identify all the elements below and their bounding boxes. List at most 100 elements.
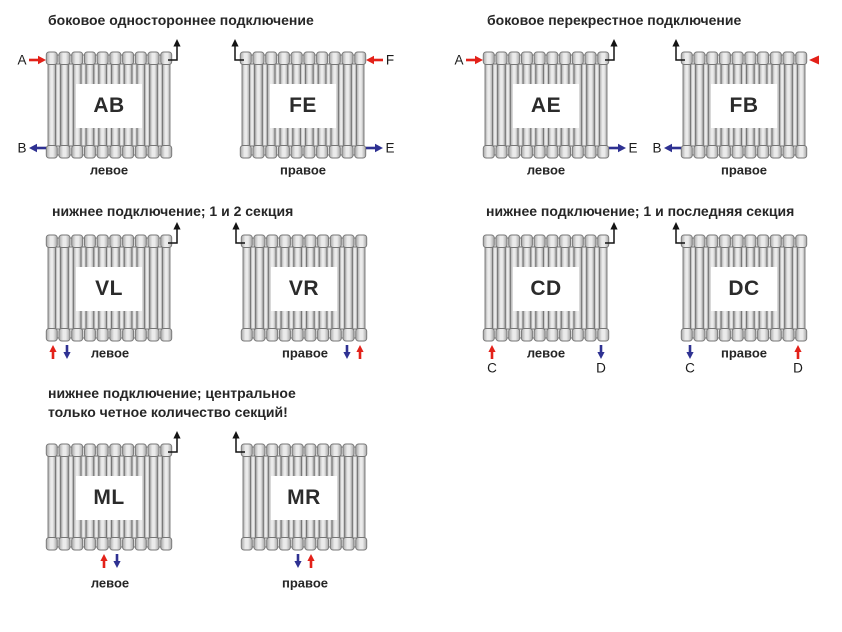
section-title-line: нижнее подключение; центральное (48, 385, 296, 401)
front-collar-bottom (744, 145, 757, 159)
front-collar-top (571, 234, 584, 248)
front-collar-bottom (265, 145, 278, 159)
front-collar-bottom (354, 145, 367, 159)
front-collar-top (160, 234, 173, 248)
front-collar-bottom (239, 145, 252, 159)
front-collar-top (71, 51, 84, 65)
front-collar-top (546, 234, 559, 248)
front-collar-bottom (253, 537, 266, 551)
front-collar-bottom (559, 145, 572, 159)
front-collar-top (559, 51, 572, 65)
front-collar-top (160, 443, 173, 457)
front-collar-top (744, 234, 757, 248)
front-collar-bottom (109, 537, 122, 551)
front-collar-bottom (571, 145, 584, 159)
front-collar-bottom (134, 145, 147, 159)
front-collar-bottom (782, 328, 795, 342)
front-collar-bottom (134, 537, 147, 551)
front-collar-top (240, 443, 253, 457)
front-collar-top (795, 234, 808, 248)
connection-code-fb: FB (711, 84, 777, 128)
front-collar-bottom (546, 328, 559, 342)
front-collar-bottom (278, 537, 291, 551)
front-collar-bottom (317, 537, 330, 551)
front-collar-top (706, 234, 719, 248)
front-collar-top (546, 51, 559, 65)
front-collar-top (342, 234, 355, 248)
air-vent-arrow-icon (610, 39, 618, 47)
front-collar-bottom (482, 328, 495, 342)
radiator-fe (231, 39, 383, 159)
front-collar-top (109, 234, 122, 248)
flow-arrow-head (664, 143, 672, 153)
air-vent-arrow-icon (173, 222, 181, 230)
front-collar-bottom (597, 145, 610, 159)
front-collar-bottom (303, 145, 316, 159)
flow-arrow-head-clipped (809, 55, 819, 65)
radiator-mr (232, 431, 368, 568)
front-collar-top (253, 443, 266, 457)
front-collar-top (597, 51, 610, 65)
air-vent-pipe (675, 46, 685, 61)
front-collar-bottom (731, 328, 744, 342)
flow-arrow-head (113, 561, 121, 568)
front-collar-bottom (508, 145, 521, 159)
front-collar-top (83, 234, 96, 248)
front-collar-bottom (533, 145, 546, 159)
side-caption: левое (526, 345, 566, 361)
front-collar-top (769, 51, 782, 65)
front-collar-bottom (240, 328, 253, 342)
flow-arrow-head (366, 55, 374, 65)
side-caption: правое (281, 575, 329, 591)
front-collar-bottom (495, 328, 508, 342)
front-collar-bottom (597, 328, 610, 342)
front-collar-top (83, 443, 96, 457)
front-collar-bottom (240, 537, 253, 551)
front-collar-bottom (109, 328, 122, 342)
flow-arrow-head (794, 345, 802, 352)
front-collar-top (253, 234, 266, 248)
front-collar-top (680, 234, 693, 248)
front-collar-top (122, 234, 135, 248)
front-collar-top (533, 51, 546, 65)
air-vent-arrow-icon (672, 39, 680, 47)
front-collar-top (731, 51, 744, 65)
front-collar-top (71, 443, 84, 457)
section-title-line: боковое перекрестное подключение (487, 12, 742, 28)
side-caption: левое (90, 575, 130, 591)
front-collar-top (559, 234, 572, 248)
front-collar-bottom (160, 145, 173, 159)
section-title-line: нижнее подключение; 1 и последняя секция (486, 203, 795, 219)
flow-arrow-head (29, 143, 37, 153)
connection-code-vl: VL (76, 267, 142, 311)
air-vent-arrow-icon (610, 222, 618, 230)
front-collar-bottom (342, 328, 355, 342)
front-collar-bottom (757, 328, 770, 342)
front-collar-top (147, 234, 160, 248)
port-letter-D: D (793, 360, 803, 376)
front-collar-top (680, 51, 693, 65)
front-collar-top (597, 234, 610, 248)
front-collar-bottom (584, 145, 597, 159)
section-title: нижнее подключение; 1 и последняя секция (486, 202, 794, 221)
section-title: нижнее подключение; 1 и 2 секция (52, 202, 293, 221)
front-collar-top (96, 51, 109, 65)
flow-arrow-head (307, 554, 315, 561)
front-collar-bottom (266, 537, 279, 551)
side-caption: правое (281, 345, 329, 361)
flow-arrow-head (488, 345, 496, 352)
front-collar-bottom (122, 328, 135, 342)
front-collar-bottom (58, 537, 71, 551)
front-collar-top (355, 234, 368, 248)
port-letter-C: C (487, 360, 497, 376)
front-collar-bottom (278, 328, 291, 342)
front-collar-bottom (520, 145, 533, 159)
front-collar-bottom (96, 145, 109, 159)
flow-arrow-head (375, 143, 383, 153)
front-collar-bottom (291, 328, 304, 342)
front-collar-top (83, 51, 96, 65)
front-collar-top (304, 443, 317, 457)
front-collar-bottom (533, 328, 546, 342)
